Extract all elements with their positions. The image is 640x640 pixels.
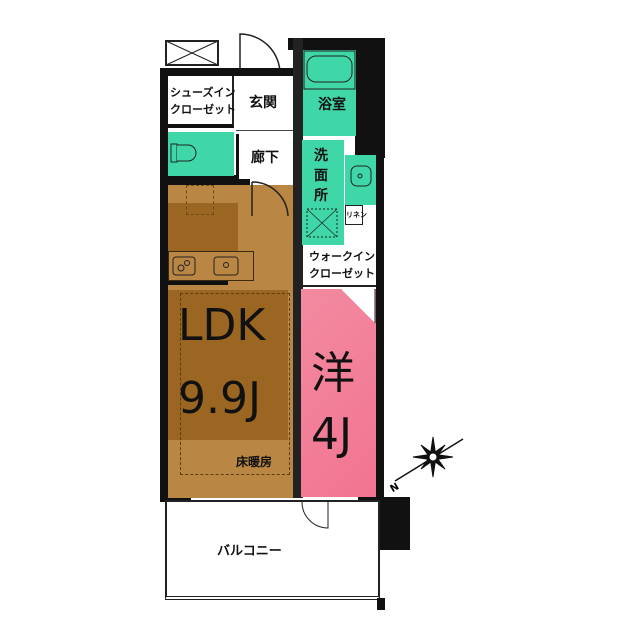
fridge-space (186, 185, 214, 215)
ldk-main-dark (168, 290, 288, 440)
bathroom-label: 浴室 (318, 97, 346, 113)
wall-left (160, 68, 168, 502)
linen-closet: リネン (345, 205, 367, 225)
entrance-label: 玄関 (249, 95, 277, 111)
western-name: 洋 (311, 348, 355, 399)
compass-icon: N (389, 436, 464, 495)
sink-area (345, 155, 376, 205)
room-bathroom: 浴室 (303, 50, 356, 136)
entrance-door (239, 33, 281, 76)
stove-icon (172, 256, 196, 276)
wall-kitchen (160, 175, 250, 185)
ldk-door (251, 181, 289, 217)
room-ldk: LDK 9.9J 床暖房 (168, 185, 293, 498)
balcony-post (377, 598, 385, 610)
room-entrance: 玄関 (236, 76, 293, 131)
shoe-closet-label: シューズイン クローゼット (170, 86, 236, 116)
kitchen-sink-icon (213, 256, 239, 276)
kitchen-counter (168, 251, 254, 281)
ldk-size: 9.9J (178, 373, 261, 424)
counter-wall (168, 281, 228, 285)
floor-heating-area (180, 293, 290, 475)
bathtub-icon (303, 50, 356, 90)
room-washroom: 洗 面 所 (302, 140, 344, 245)
room-shoe-closet: シューズイン クローゼット (168, 76, 236, 128)
room-hallway: 廊下 (236, 134, 293, 179)
sink-icon (350, 165, 372, 187)
compass-north: N (389, 481, 402, 495)
wall-right-lower (376, 150, 384, 500)
room-toilet (168, 132, 234, 176)
void-box (165, 40, 219, 66)
room-western: 洋 4J (301, 289, 376, 497)
washroom-label: 洗 面 所 (314, 148, 328, 204)
western-size: 4J (311, 409, 352, 460)
western-door (341, 289, 376, 323)
floor-heating-label: 床暖房 (236, 455, 273, 469)
walk-in-closet-label: ウォークイン クローゼット (309, 250, 375, 280)
kitchen-dark-area (168, 203, 238, 251)
wall-mid (293, 38, 303, 498)
ldk-name: LDK (178, 300, 266, 351)
washer-space-icon (306, 208, 338, 238)
balcony: バルコニー (165, 500, 380, 600)
balcony-label: バルコニー (217, 544, 282, 559)
toilet-icon (170, 143, 197, 163)
wall-top (160, 68, 300, 76)
hallway-label: 廊下 (251, 150, 279, 166)
linen-label: リネン (346, 211, 367, 219)
wall-right (355, 38, 385, 158)
room-walk-in-closet: ウォークイン クローゼット (303, 245, 376, 287)
balcony-door (301, 502, 329, 529)
